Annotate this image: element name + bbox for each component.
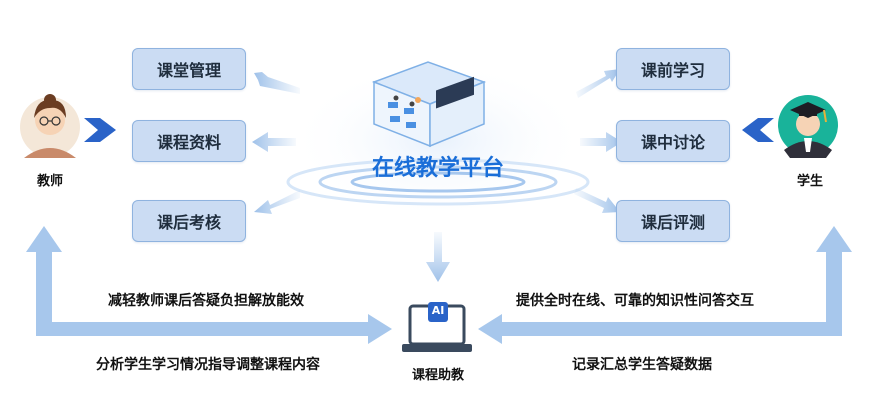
teacher-label: 教师 — [36, 174, 63, 189]
note-right-top: 提供全时在线、可靠的知识性问答交互 — [516, 293, 754, 309]
assistant-label: 课程助教 — [411, 368, 464, 383]
student-label: 学生 — [796, 174, 823, 189]
ai-icon-text: AI — [431, 304, 445, 317]
note-left-top: 减轻教师课后答疑负担解放能效 — [108, 293, 304, 309]
box-course-materials: 课程资料 — [132, 120, 246, 162]
box-classroom-management: 课堂管理 — [132, 48, 246, 90]
platform-to-assistant-arrow — [426, 232, 450, 282]
teacher-pointer-icon — [84, 118, 116, 142]
box-after-class-assessment: 课后考核 — [132, 200, 246, 242]
student-avatar — [778, 95, 838, 158]
teacher-loop-arrow — [26, 226, 392, 344]
student-loop-arrow — [478, 226, 852, 344]
student-pointer-icon — [742, 118, 774, 142]
platform-title: 在线教学平台 — [371, 156, 504, 181]
left-item-arrows — [252, 72, 300, 214]
box-post-class-evaluation: 课后评测 — [616, 200, 730, 242]
box-in-class-discussion: 课中讨论 — [616, 120, 730, 162]
box-pre-class-learning: 课前学习 — [616, 48, 730, 90]
ai-laptop-icon — [402, 302, 472, 352]
teacher-avatar — [20, 94, 80, 158]
right-item-arrows — [574, 69, 622, 213]
platform-rings — [286, 158, 590, 206]
classroom-icon — [371, 61, 487, 148]
note-left-bottom: 分析学生学习情况指导调整课程内容 — [96, 357, 320, 373]
note-right-bottom: 记录汇总学生答疑数据 — [572, 357, 712, 373]
